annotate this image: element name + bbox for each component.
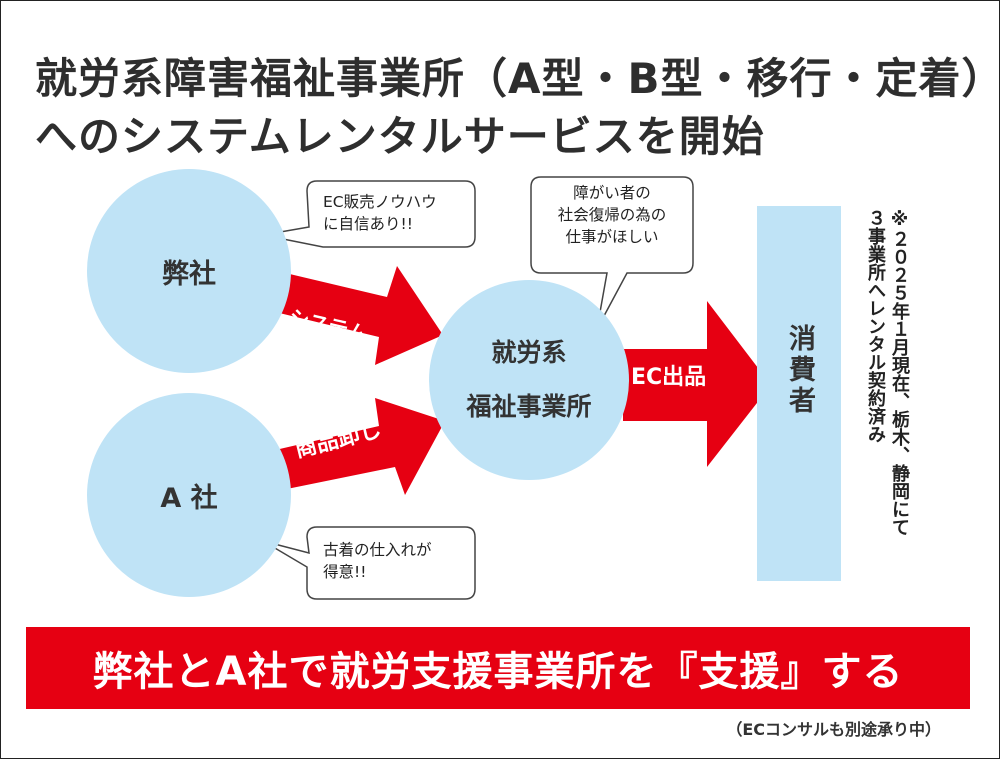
- node-consumer: 消費者: [757, 206, 841, 581]
- arrow-system: [271, 266, 443, 365]
- contract-note-line-2: ３事業所へレンタル契約済み: [865, 209, 886, 443]
- bubble-ours-line-1: EC販売ノウハウ: [323, 193, 437, 211]
- bubble-ours-line-2: に自信あり!!: [323, 215, 413, 233]
- consulting-footnote: （ECコンサルも別途承り中）: [726, 720, 941, 739]
- bubble-office-line-2: 社会復帰の為の: [557, 206, 667, 224]
- node-our-company: 弊社: [87, 169, 291, 373]
- bubble-a-line-2: 得意!!: [323, 563, 367, 581]
- bubble-office-line-3: 仕事がほしい: [565, 228, 659, 246]
- consumer-label: 消費者: [784, 324, 815, 417]
- arrow-wholesale: [271, 398, 445, 495]
- speech-bubble-office: [530, 176, 694, 330]
- title-line-1: 就労系障害福祉事業所（A型・B型・移行・定着）: [35, 54, 1000, 103]
- speech-bubble-a: [262, 526, 476, 600]
- office-label-line-2: 福祉事業所: [466, 392, 592, 421]
- bubble-office-text: 障がい者の 社会復帰の為の 仕事がほしい: [550, 182, 674, 248]
- title-line-2: へのシステムレンタルサービスを開始: [35, 112, 765, 161]
- bubble-a-text: 古着の仕入れが 得意!!: [323, 539, 432, 583]
- bubble-office-line-1: 障がい者の: [573, 184, 651, 202]
- arrow-label-ec: EC出品: [631, 365, 707, 390]
- arrow-ec: [623, 301, 771, 467]
- node-company-a: A 社: [87, 393, 291, 597]
- office-label-line-1: 就労系: [491, 338, 567, 367]
- speech-bubble-ours: [262, 180, 476, 248]
- node-welfare-office: 就労系 福祉事業所: [429, 280, 629, 480]
- contract-note-line-1: ※２０２５年１月現在、栃木、静岡にて: [889, 209, 910, 536]
- contract-note: ※２０２５年１月現在、栃木、静岡にて ３事業所へレンタル契約済み: [863, 209, 911, 589]
- support-banner-text: 弊社とA社で就労支援事業所を『支援』する: [92, 649, 904, 695]
- support-banner: 弊社とA社で就労支援事業所を『支援』する: [26, 627, 970, 709]
- bubble-ours-text: EC販売ノウハウ に自信あり!!: [323, 191, 437, 235]
- bubble-a-line-1: 古着の仕入れが: [323, 541, 432, 559]
